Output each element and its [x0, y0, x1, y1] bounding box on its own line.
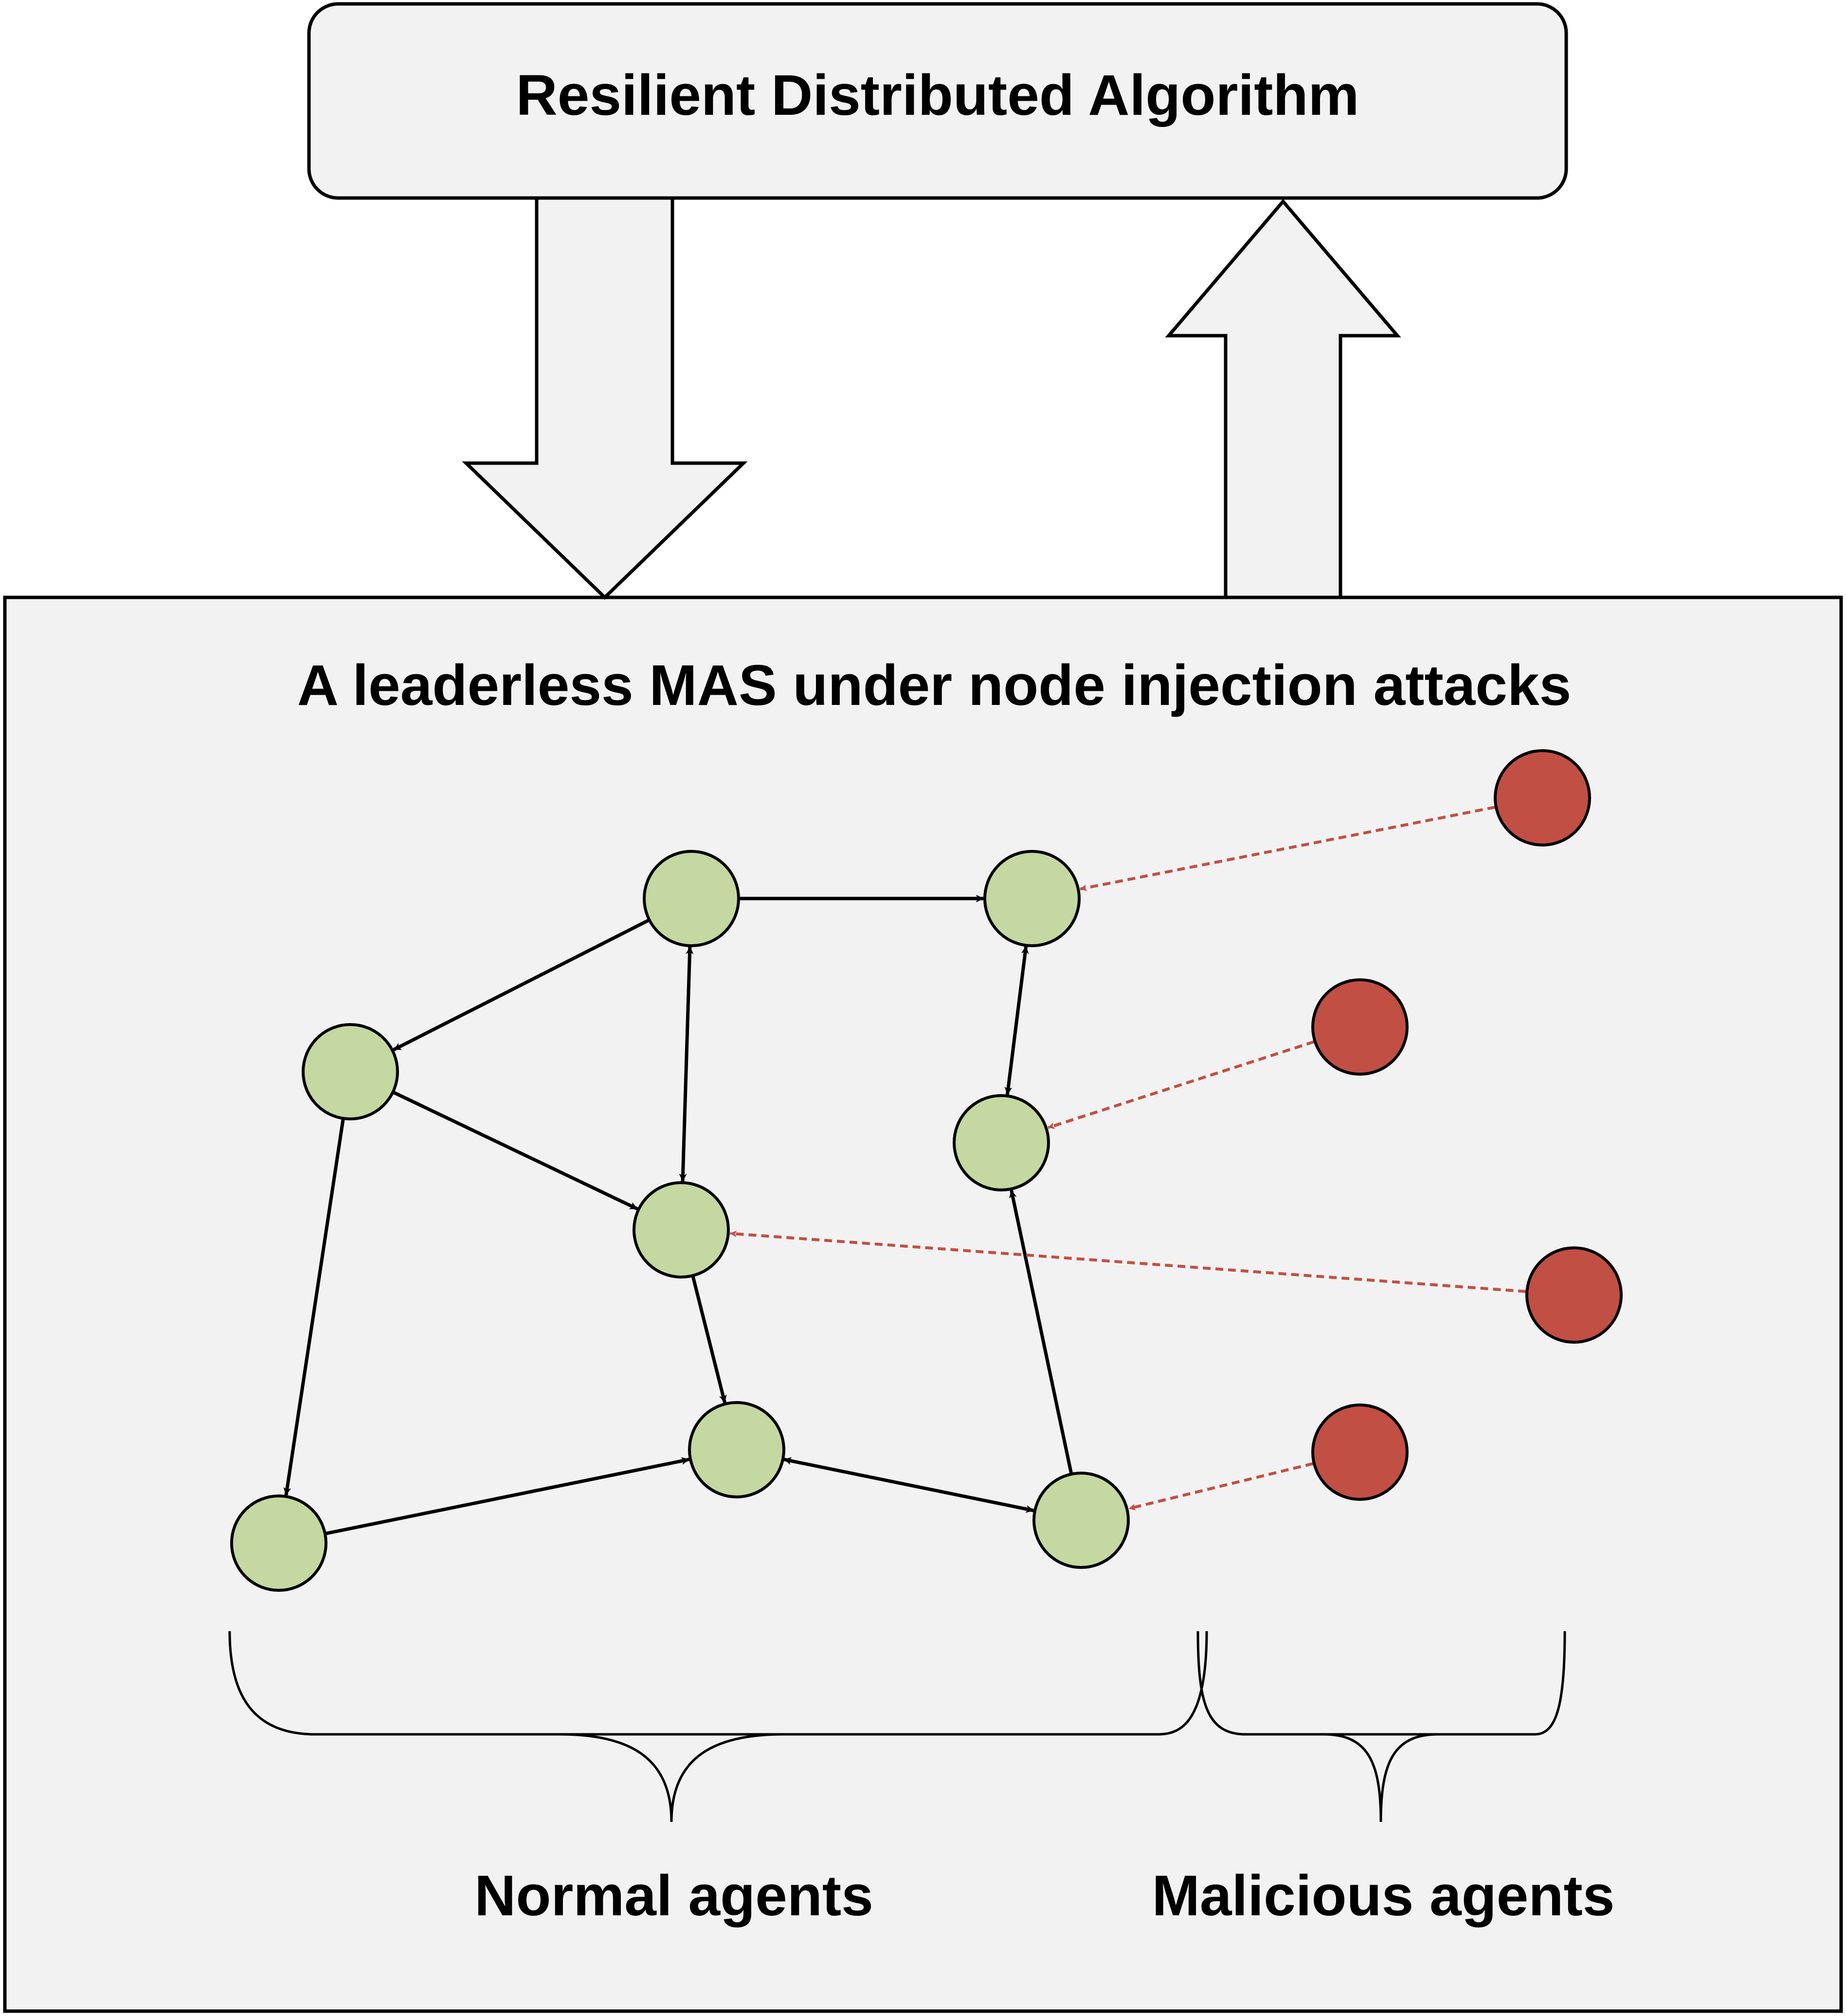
edge-n3-n6: [393, 1091, 638, 1211]
attack-link-m4-n9: [1128, 1462, 1314, 1511]
malicious-agents-brace-tip: [1323, 1733, 1439, 1822]
malicious-agent-m2: [1311, 978, 1409, 1076]
up-arrow: [1165, 198, 1401, 599]
edge-n1-n6: [679, 946, 694, 1182]
normal-agents-brace: [228, 1631, 1208, 1736]
edges-layer: [283, 895, 1073, 1535]
attack-link-m3-n6: [730, 1230, 1526, 1293]
normal-agent-n3: [302, 1023, 399, 1120]
nodes-layer: [230, 749, 1623, 1592]
attack-link-m1-n2: [1080, 806, 1496, 891]
edge-n2-n4: [1004, 946, 1029, 1095]
edge-n6-n7: [691, 1276, 727, 1403]
normal-agent-n6: [633, 1181, 730, 1278]
algorithm-box: [307, 2, 1568, 200]
edge-n3-n8: [283, 1119, 345, 1495]
normal-agent-n1: [643, 850, 740, 947]
attack-link-m2-n4: [1048, 1040, 1315, 1129]
edge-n8-n7: [326, 1457, 689, 1535]
malicious-agent-m4: [1311, 1404, 1409, 1501]
normal-agent-n4: [953, 1094, 1050, 1191]
malicious-agent-m1: [1494, 749, 1591, 846]
normal-agents-label: Normal agents: [474, 1864, 873, 1928]
normal-agent-n2: [983, 850, 1081, 947]
algorithm-title: Resilient Distributed Algorithm: [516, 63, 1359, 127]
edge-n9-n4: [1009, 1190, 1073, 1474]
normal-agents-brace-tip: [559, 1733, 784, 1822]
mas-title: A leaderless MAS under node injection at…: [297, 653, 1572, 718]
normal-agent-n7: [688, 1401, 785, 1498]
attack-links-layer: [730, 806, 1526, 1511]
normal-agent-n9: [1032, 1472, 1130, 1569]
down-arrow: [462, 196, 748, 600]
edge-n7-n9: [783, 1457, 1034, 1513]
malicious-agents-label: Malicious agents: [1152, 1864, 1615, 1928]
normal-agent-n8: [230, 1494, 327, 1592]
edge-n1-n3: [393, 918, 650, 1051]
malicious-agents-brace: [1196, 1631, 1566, 1736]
malicious-agent-m3: [1525, 1246, 1623, 1344]
